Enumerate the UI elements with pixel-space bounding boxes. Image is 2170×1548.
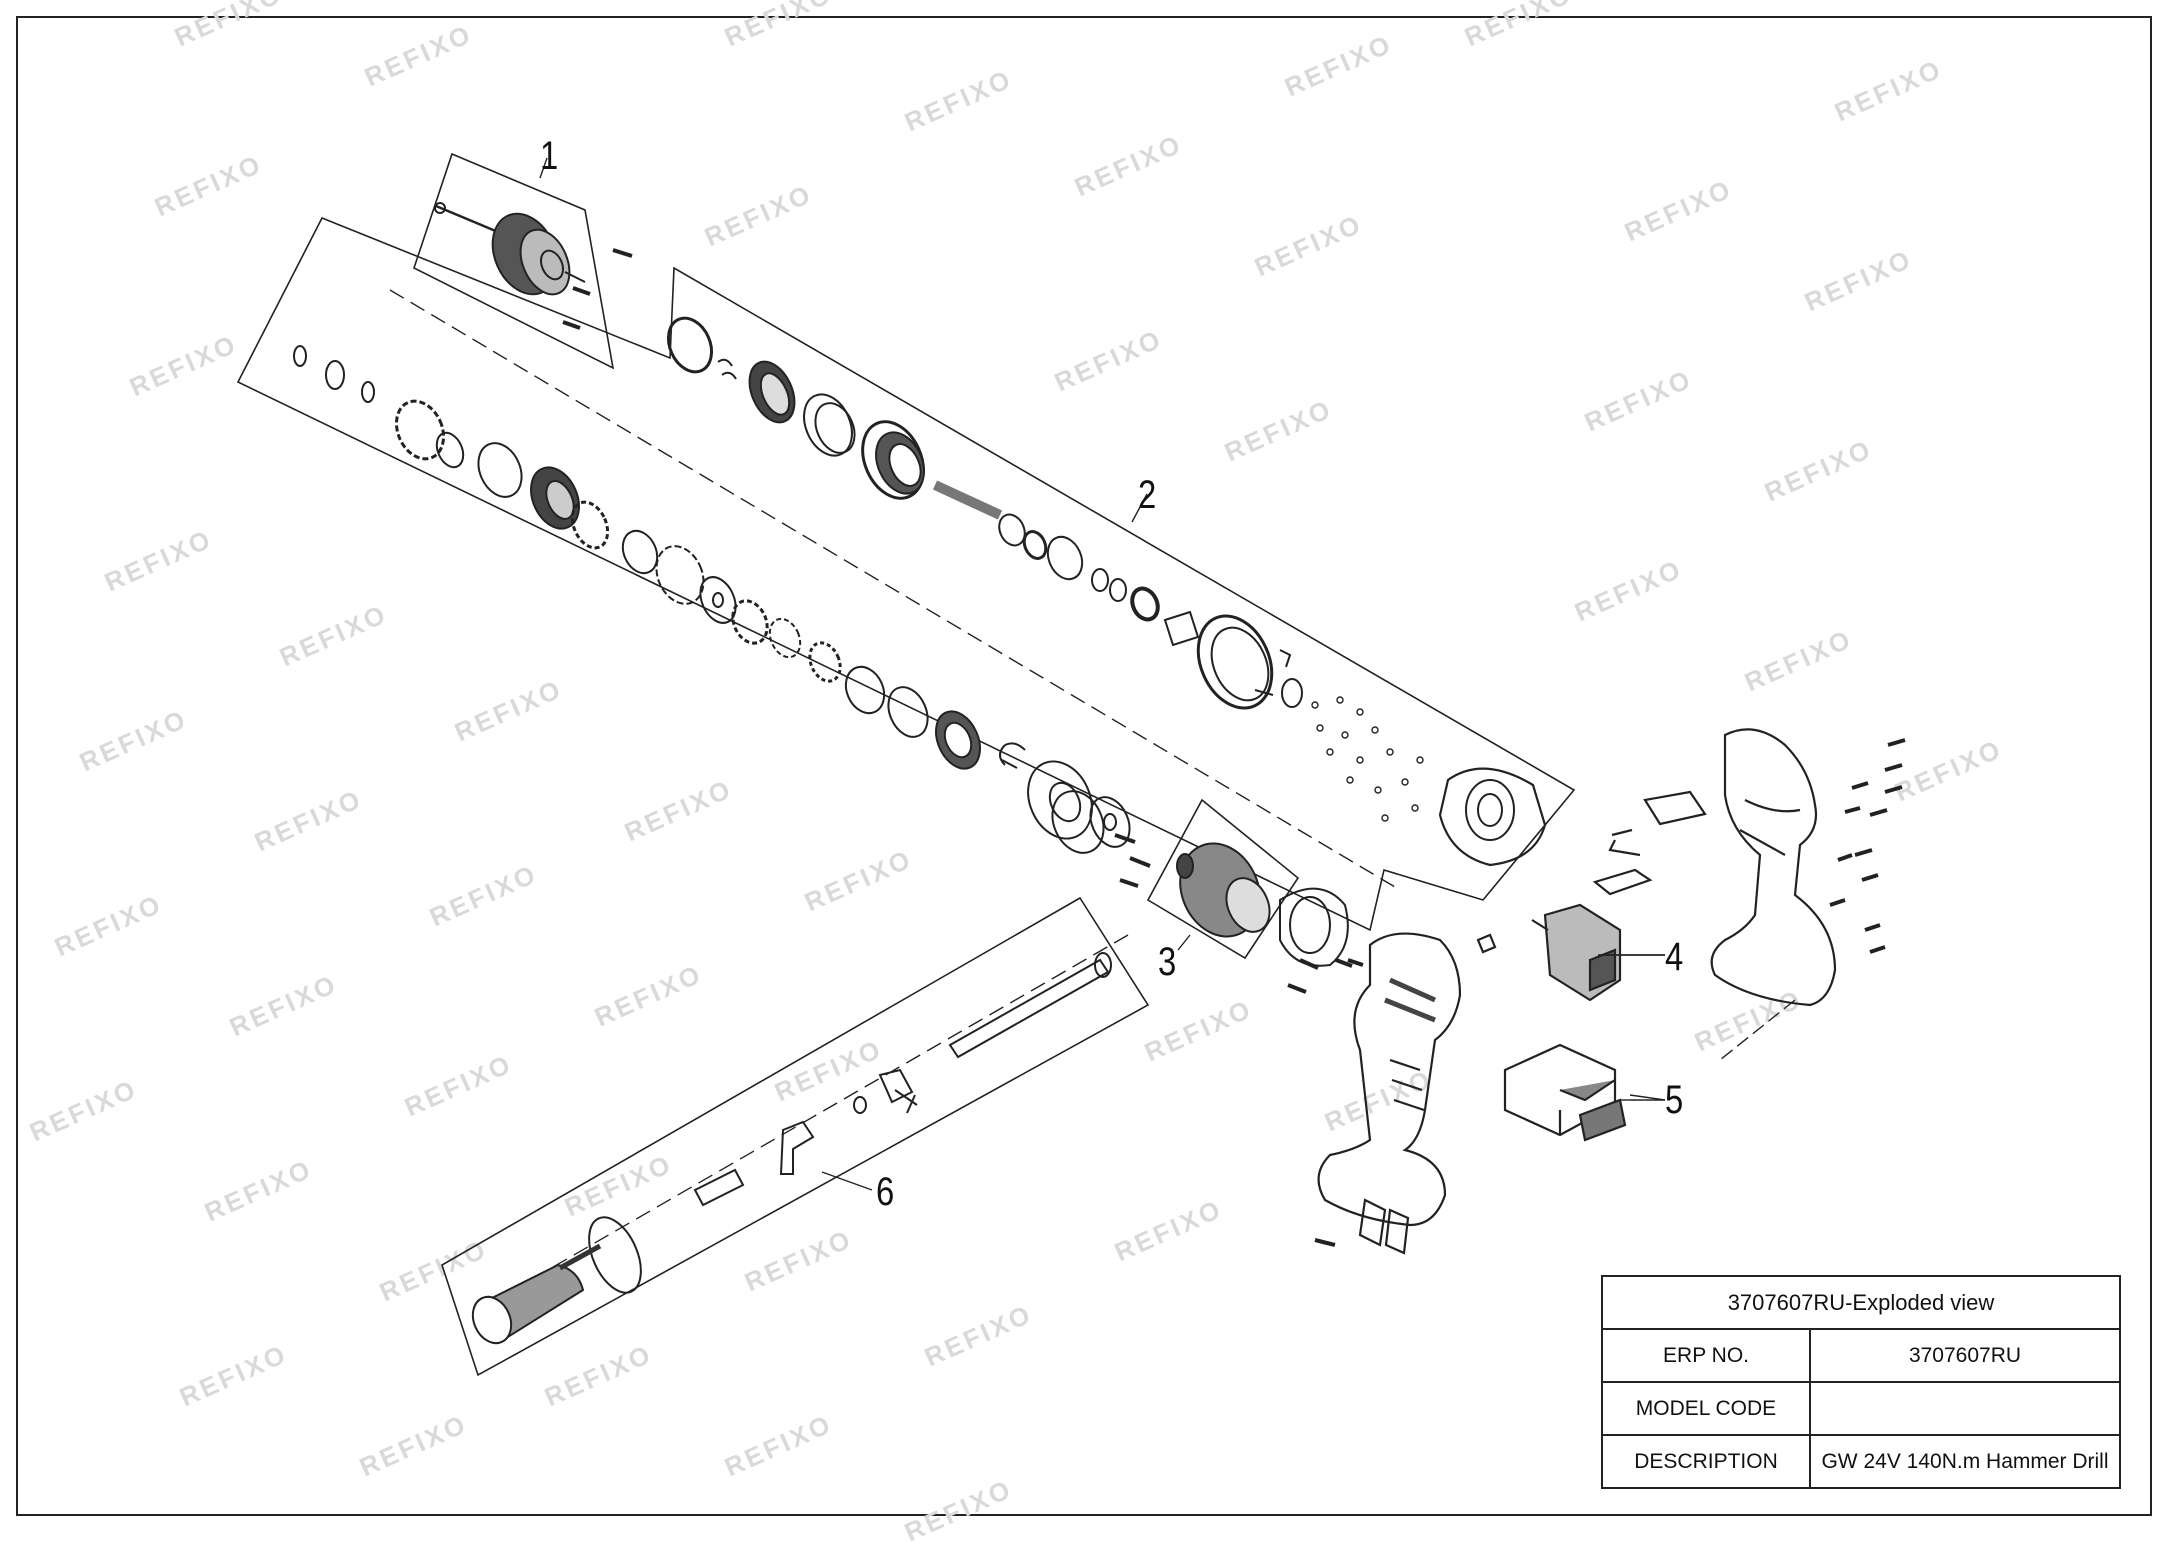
group-2-gearbox [236,216,1576,932]
model-code-value [1809,1381,2121,1436]
group-4-switch [1476,790,1707,1002]
drawing-border [16,16,2152,1516]
erp-value: 3707607RU [1809,1328,2121,1383]
erp-label: ERP NO. [1601,1328,1811,1383]
description-label: DESCRIPTION [1601,1434,1811,1489]
right-housing-half [1710,728,1837,1061]
group-1-chuck [413,152,633,370]
description-value: GW 24V 140N.m Hammer Drill [1809,1434,2121,1489]
callout-6: 6 [876,1170,895,1214]
group-3-motor [1146,798,1353,994]
drawing-title: 3707607RU-Exploded view [1601,1275,2121,1330]
description-row: DESCRIPTION GW 24V 140N.m Hammer Drill [1601,1434,2121,1489]
group-5-controller [1503,1043,1666,1142]
callout-3: 3 [1158,940,1177,984]
group-6-side-handle [441,896,1150,1377]
callout-2: 2 [1138,473,1157,517]
callout-leaders [539,157,1665,1191]
title-row: 3707607RU-Exploded view [1601,1275,2121,1330]
left-housing-half [1314,932,1462,1255]
model-code-row: MODEL CODE [1601,1381,2121,1436]
callout-1: 1 [540,134,559,178]
erp-row: ERP NO. 3707607RU [1601,1328,2121,1383]
housing-screws [1829,738,1906,954]
model-code-label: MODEL CODE [1601,1381,1811,1436]
title-block: 3707607RU-Exploded view ERP NO. 3707607R… [1601,1275,2121,1489]
callout-5: 5 [1665,1078,1684,1122]
callout-4: 4 [1665,935,1684,979]
